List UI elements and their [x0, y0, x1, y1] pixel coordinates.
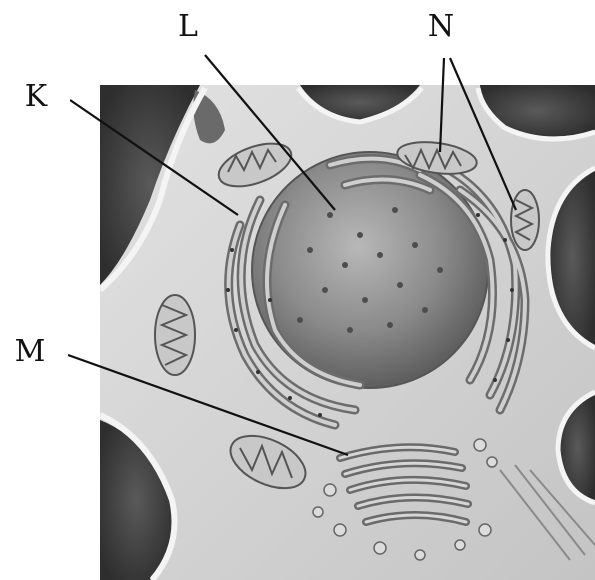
label-k: K: [25, 79, 48, 114]
mitochondrion-right: [511, 190, 539, 250]
label-m: M: [15, 334, 46, 369]
label-l: L: [178, 9, 198, 44]
label-n: N: [428, 9, 454, 44]
mitochondrion-left: [155, 295, 195, 375]
